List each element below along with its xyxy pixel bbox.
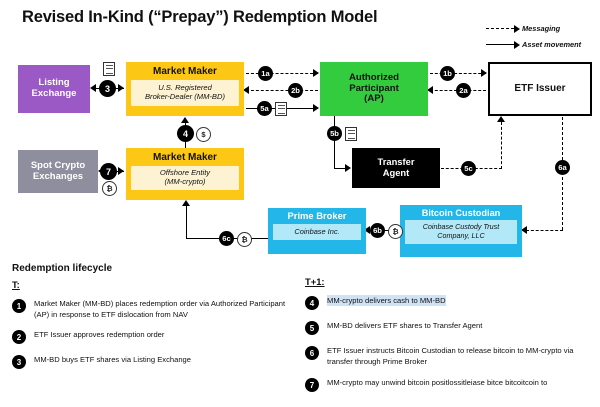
listing-exchange-title: Listing Exchange xyxy=(31,77,77,99)
step-text-1: Market Maker (MM-BD) places redemption o… xyxy=(34,299,286,319)
legend-item-messaging: Messaging xyxy=(486,22,598,35)
node-authorized-participant[interactable]: Authorized Participant (AP) xyxy=(320,62,428,116)
list-item: 4 MM-crypto delivers cash to MM-BD xyxy=(305,295,595,310)
lifecycle-heading: Redemption lifecycle xyxy=(12,263,113,274)
step-text-5: MM-BD delivers ETF shares to Transfer Ag… xyxy=(327,321,483,330)
bitcoin-icon-7: ₿ xyxy=(102,181,117,196)
bitcoin-custodian-subtitle: Coinbase Custody Trust Company, LLC xyxy=(405,220,517,244)
legend-item-asset-movement: Asset movement xyxy=(486,38,598,51)
lifecycle-col-t1-header: T+1: xyxy=(305,276,325,287)
badge-step-2a[interactable]: 2a xyxy=(456,83,471,98)
authorized-participant-title: Authorized Participant (AP) xyxy=(348,71,400,105)
arrowhead-up-5c xyxy=(497,116,505,122)
node-prime-broker[interactable]: Prime Broker Coinbase Inc. xyxy=(268,208,366,254)
etf-issuer-title: ETF Issuer xyxy=(514,83,566,95)
dashed-arrow-icon xyxy=(486,24,522,33)
badge-step-5b[interactable]: 5b xyxy=(327,126,342,141)
node-transfer-agent[interactable]: Transfer Agent xyxy=(352,148,440,188)
arrowhead-right-1b xyxy=(481,69,487,77)
market-maker-bd-title: Market Maker xyxy=(153,66,217,77)
badge-step-1a[interactable]: 1a xyxy=(258,66,273,81)
badge-step-5a[interactable]: 5a xyxy=(257,101,272,116)
list-item: 5 MM-BD delivers ETF shares to Transfer … xyxy=(305,320,595,335)
arrowhead-left-2a xyxy=(427,86,433,94)
market-maker-bd-subtitle: U.S. Registered Broker-Dealer (MM-BD) xyxy=(131,80,239,106)
badge-step-1b[interactable]: 1b xyxy=(440,66,455,81)
market-maker-crypto-title: Market Maker xyxy=(153,152,217,163)
badge-step-2b[interactable]: 2b xyxy=(288,83,303,98)
connector-ap-to-ta-horizontal xyxy=(334,168,348,169)
connector-ap-to-mmbd-2b xyxy=(246,90,318,91)
list-item: 2 ETF Issuer approves redemption order xyxy=(12,329,288,344)
step-text-2: ETF Issuer approves redemption order xyxy=(34,330,165,339)
list-item: 7 MM-crypto may unwind bitcoin positloss… xyxy=(305,377,595,392)
lifecycle-column-t: T: 1 Market Maker (MM-BD) places redempt… xyxy=(12,279,288,378)
list-item: 3 MM-BD buys ETF shares via Listing Exch… xyxy=(12,354,288,369)
bitcoin-custodian-title: Bitcoin Custodian xyxy=(421,208,501,218)
legend: Messaging Asset movement xyxy=(486,22,598,54)
list-item: 6 ETF Issuer instructs Bitcoin Custodian… xyxy=(305,345,595,367)
bitcoin-icon-6b: ₿ xyxy=(388,224,403,239)
badge-step-4[interactable]: 4 xyxy=(177,125,194,142)
arrowhead-left-3 xyxy=(90,84,96,92)
dollar-icon-4: $ xyxy=(196,127,211,142)
node-spot-crypto-exchanges[interactable]: Spot Crypto Exchanges xyxy=(18,150,98,193)
legend-label-asset-movement: Asset movement xyxy=(522,40,582,49)
step-number-4: 4 xyxy=(305,296,319,310)
lifecycle-column-t-plus-1: T+1: 4 MM-crypto delivers cash to MM-BD … xyxy=(305,276,595,401)
step-number-2: 2 xyxy=(12,330,26,344)
legend-label-messaging: Messaging xyxy=(522,24,561,33)
badge-step-6a[interactable]: 6a xyxy=(555,160,570,175)
bitcoin-icon-6c: ₿ xyxy=(237,232,252,247)
market-maker-crypto-subtitle: Offshore Entity (MM-crypto) xyxy=(131,166,239,190)
transfer-agent-title: Transfer Agent xyxy=(377,156,415,178)
connector-pb-to-mmcrypto-vertical xyxy=(186,206,187,239)
step-number-1: 1 xyxy=(12,299,26,313)
arrowhead-left-6b xyxy=(364,226,370,234)
connector-ap-to-ta-vertical xyxy=(334,116,335,168)
node-market-maker-bd[interactable]: Market Maker U.S. Registered Broker-Deal… xyxy=(126,62,244,116)
step-number-5: 5 xyxy=(305,321,319,335)
badge-step-5c[interactable]: 5c xyxy=(461,161,476,176)
badge-step-3[interactable]: 3 xyxy=(99,80,116,97)
step-text-4: MM-crypto delivers cash to MM-BD xyxy=(327,295,446,306)
arrowhead-right-3 xyxy=(118,84,124,92)
connector-mmbd-to-ap-1a xyxy=(246,73,318,74)
document-icon-5b xyxy=(345,127,357,141)
page-title: Revised In-Kind (“Prepay”) Redemption Mo… xyxy=(22,8,378,26)
document-icon-3 xyxy=(103,62,115,76)
arrowhead-up-6c xyxy=(182,200,190,206)
prime-broker-subtitle: Coinbase Inc. xyxy=(273,223,361,241)
step-text-7: MM-crypto may unwind bitcoin positlossit… xyxy=(327,378,548,387)
connector-etf-to-custodian-horizontal xyxy=(526,230,563,231)
list-item: 1 Market Maker (MM-BD) places redemption… xyxy=(12,298,288,320)
badge-step-7[interactable]: 7 xyxy=(100,163,117,180)
node-bitcoin-custodian[interactable]: Bitcoin Custodian Coinbase Custody Trust… xyxy=(400,205,522,257)
step-text-6: ETF Issuer instructs Bitcoin Custodian t… xyxy=(327,346,574,366)
arrowhead-left-6a xyxy=(521,226,527,234)
node-etf-issuer[interactable]: ETF Issuer xyxy=(488,62,592,116)
arrowhead-right-7 xyxy=(118,167,124,175)
node-listing-exchange[interactable]: Listing Exchange xyxy=(18,65,90,113)
arrowhead-left-2b xyxy=(243,86,249,94)
arrowhead-right-5b xyxy=(345,164,351,172)
spot-crypto-title: Spot Crypto Exchanges xyxy=(30,159,86,182)
lifecycle-col-t-header: T: xyxy=(12,279,20,290)
step-text-3: MM-BD buys ETF shares via Listing Exchan… xyxy=(34,355,191,364)
step-number-3: 3 xyxy=(12,355,26,369)
prime-broker-title: Prime Broker xyxy=(287,210,347,221)
solid-arrow-icon xyxy=(486,40,522,49)
badge-step-6b[interactable]: 6b xyxy=(370,223,385,238)
badge-step-6c[interactable]: 6c xyxy=(219,231,234,246)
step-number-7: 7 xyxy=(305,378,319,392)
arrowhead-up-4 xyxy=(181,117,189,123)
document-icon-5a xyxy=(275,102,287,116)
connector-ap-to-etf-1b xyxy=(430,73,486,74)
arrowhead-right-1a xyxy=(313,69,319,77)
connector-ta-to-etf-vertical xyxy=(501,122,502,169)
step-number-6: 6 xyxy=(305,346,319,360)
arrowhead-right-5a xyxy=(313,104,319,112)
node-market-maker-crypto[interactable]: Market Maker Offshore Entity (MM-crypto) xyxy=(126,148,244,200)
